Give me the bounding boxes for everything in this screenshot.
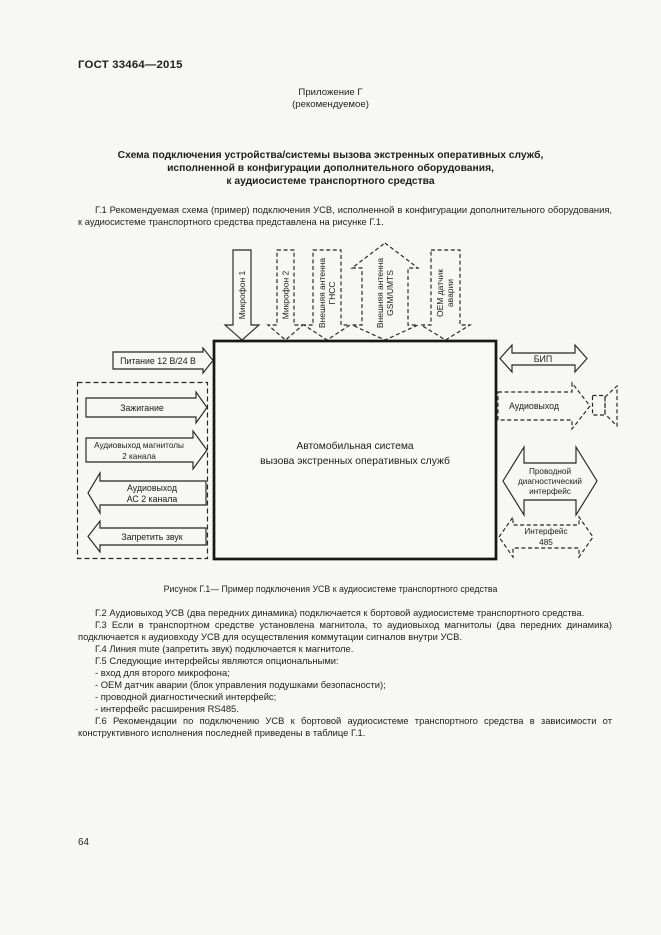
arrow-microphone-2: Микрофон 2 (266, 249, 305, 341)
label-radio-audio-out-line2: 2 канала (122, 452, 156, 461)
arrow-ignition: Зажигание (85, 390, 208, 425)
arrow-wired-diagnostic-interface: Проводной диагностический интерфейс (502, 444, 598, 518)
figure-caption: Рисунок Г.1— Пример подключения УСВ к ау… (163, 584, 498, 594)
central-system-box: Автомобильная система вызова экстренных … (212, 339, 498, 561)
connection-diagram: Автомобильная система вызова экстренных … (76, 242, 618, 561)
label-diag-line1: Проводной (529, 467, 571, 476)
standard-code: ГОСТ 33464—2015 (78, 59, 183, 71)
arrow-beep: БИП (499, 343, 588, 374)
label-radio-audio-out-line1: Аудиовыход магнитолы (94, 441, 184, 450)
arrow-gnss-antenna: Внешняя антенна ГНСС (302, 249, 352, 341)
arrow-gsm-antenna: Внешняя антенна GSM/UMTS (350, 242, 420, 341)
paragraph-g6: Г.6 Рекомендации по подключению УСВ к бо… (78, 715, 612, 738)
appendix-heading: Приложение Г (рекомендуемое) (0, 87, 661, 111)
arrow-audio-output: Аудиовыход (497, 381, 591, 431)
arrow-interface-485: Интерфейс 485 (498, 515, 594, 559)
paragraph-g3: Г.3 Если в транспортном средстве установ… (78, 619, 612, 642)
notes-block: Г.2 Аудиовыход УСВ (два передних динамик… (78, 607, 612, 739)
label-speaker-audio-out-line2: АС 2 канала (127, 494, 178, 504)
paragraph-g1-block: Г.1 Рекомендуемая схема (пример) подключ… (78, 204, 612, 228)
paragraph-g4: Г.4 Линия mute (запретить звук) подключа… (95, 643, 354, 654)
arrow-microphone-1: Микрофон 1 (223, 249, 261, 341)
title-line-3: к аудиосистеме транспортного средства (226, 176, 435, 187)
appendix-title: Приложение Г (298, 87, 363, 98)
label-interface-485-line2: 485 (539, 538, 553, 547)
label-beep: БИП (534, 354, 552, 364)
paragraph-g1: Г.1 Рекомендуемая схема (пример) подключ… (78, 204, 612, 227)
label-oem-line2: аварии (445, 279, 455, 307)
central-box-label-line1: Автомобильная система (296, 440, 414, 452)
label-power-supply: Питание 12 В/24 В (120, 356, 196, 366)
arrow-oem-crash-sensor: OEM датчик аварии (418, 249, 473, 341)
arrow-mute: Запретить звук (87, 519, 207, 554)
label-speaker-audio-out-line1: Аудиовыход (127, 483, 177, 493)
label-mute: Запретить звук (121, 532, 182, 542)
label-diag-line2: диагностический (518, 477, 582, 486)
label-microphone-1: Микрофон 1 (237, 270, 247, 319)
label-microphone-2: Микрофон 2 (281, 270, 291, 319)
arrow-power-supply: Питание 12 В/24 В (112, 346, 214, 375)
label-gsm-line2: GSM/UMTS (385, 270, 395, 316)
document-title: Схема подключения устройства/системы выз… (0, 149, 661, 188)
paragraph-g2: Г.2 Аудиовыход УСВ (два передних динамик… (95, 607, 585, 618)
label-ignition: Зажигание (120, 403, 164, 413)
label-interface-485-line1: Интерфейс (524, 527, 567, 536)
appendix-type: (рекомендуемое) (292, 99, 369, 110)
list-item-mic-input: - вход для второго микрофона; (95, 667, 230, 678)
label-gsm-line1: Внешняя антенна (375, 258, 385, 329)
central-box-label-line2: вызова экстренных оперативных служб (260, 455, 450, 467)
label-audio-output: Аудиовыход (509, 401, 559, 411)
title-line-2: исполненной в конфигурации дополнительно… (167, 163, 494, 174)
paragraph-g5: Г.5 Следующие интерфейсы являются опцион… (95, 655, 339, 666)
list-item-diag-interface: - проводной диагностический интерфейс; (95, 691, 277, 702)
speaker-icon (591, 384, 618, 428)
label-diag-line3: интерфейс (529, 487, 571, 496)
label-oem-line1: OEM датчик (435, 269, 445, 317)
arrow-speaker-audio-out: Аудиовыход АС 2 канала (87, 470, 207, 516)
left-interface-group-box (76, 381, 209, 560)
label-gnss-line1: Внешняя антенна (317, 258, 327, 329)
list-item-rs485: - интерфейс расширения RS485. (95, 703, 239, 714)
list-item-oem-sensor: - OEM датчик аварии (блок управления под… (95, 679, 386, 690)
page-number: 64 (78, 837, 89, 848)
arrow-radio-audio-out: Аудиовыход магнитолы 2 канала (85, 429, 208, 471)
label-gnss-line2: ГНСС (327, 281, 337, 304)
title-line-1: Схема подключения устройства/системы выз… (117, 150, 544, 161)
